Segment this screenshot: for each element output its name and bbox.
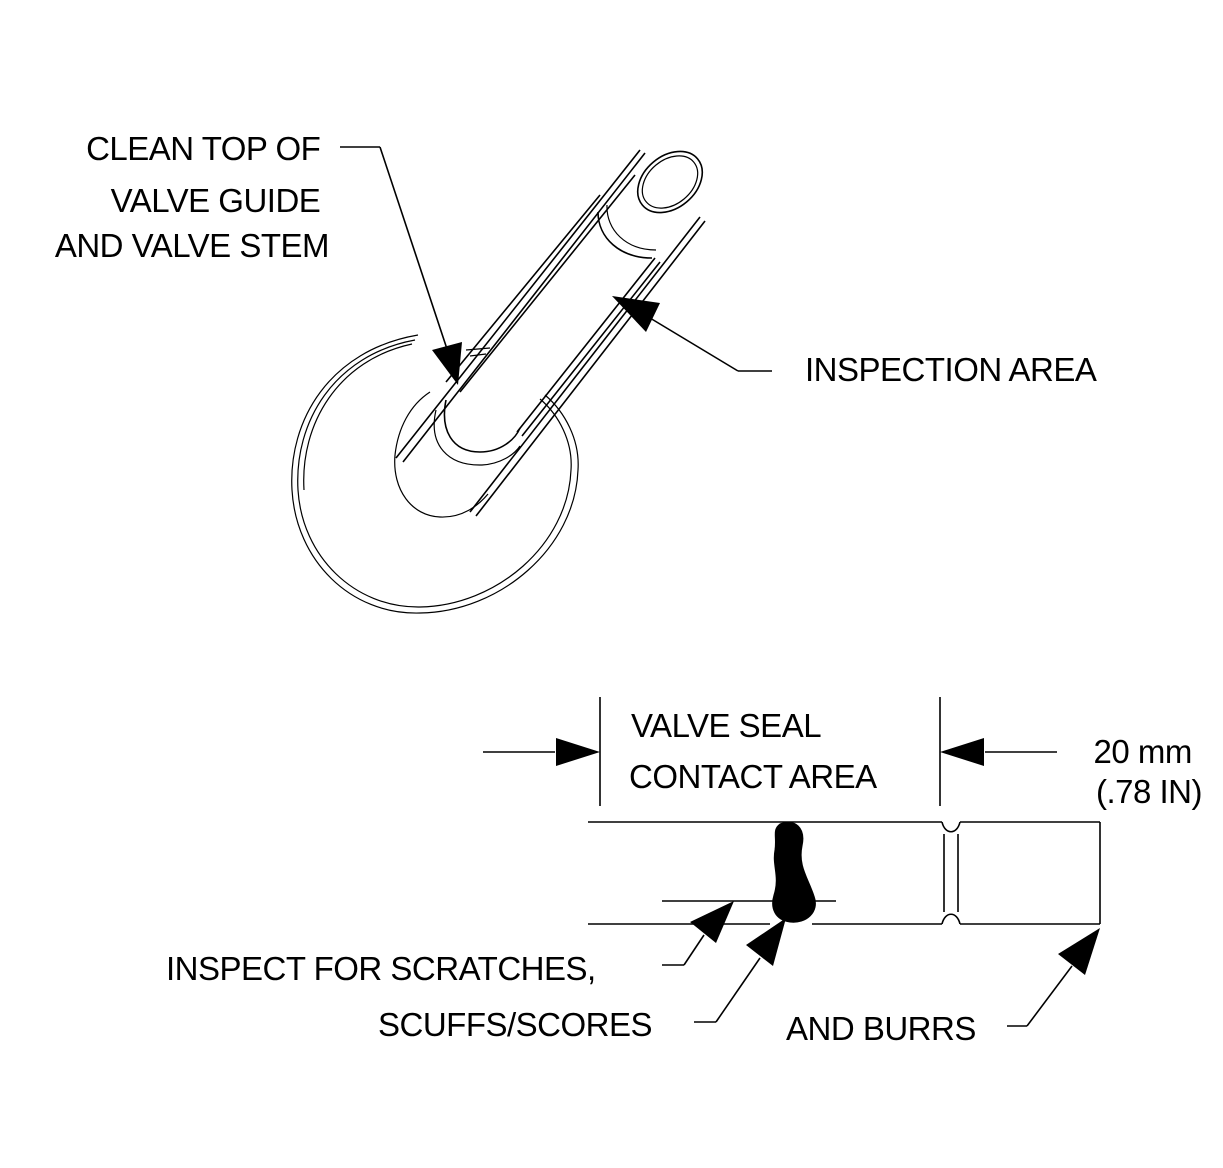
valve-head-disc [291, 334, 579, 614]
scratches-leader [662, 901, 734, 966]
scuffs-leader [694, 918, 786, 1023]
inspect-scratches-label: INSPECT FOR SCRATCHES, [166, 950, 596, 987]
seal-right-arrowhead [940, 738, 984, 766]
inspection-area-arrowhead [612, 296, 660, 332]
clean-top-arrowhead [432, 342, 462, 385]
scuff-mark [772, 821, 816, 923]
burrs-leader [1007, 928, 1100, 1027]
stem-side-view [588, 821, 1101, 925]
clean-top-label: CLEAN TOP OF VALVE GUIDE AND VALVE STEM [55, 130, 329, 264]
inspection-area-leader [612, 296, 772, 372]
valve-stem [395, 149, 706, 517]
scratches-arrowhead [690, 901, 734, 943]
seal-contact-dimension [483, 697, 1057, 806]
seal-contact-label: VALVE SEAL CONTACT AREA [629, 707, 877, 795]
burrs-arrowhead [1058, 928, 1100, 975]
clean-top-leader [340, 146, 462, 385]
scuffs-scores-label: SCUFFS/SCORES [378, 1006, 652, 1043]
and-burrs-label: AND BURRS [786, 1010, 976, 1047]
dimension-label: 20 mm (.78 IN) [1093, 733, 1202, 810]
scuffs-arrowhead [746, 918, 786, 966]
seal-left-arrowhead [556, 738, 600, 766]
inspection-area-label: INSPECTION AREA [805, 351, 1097, 388]
